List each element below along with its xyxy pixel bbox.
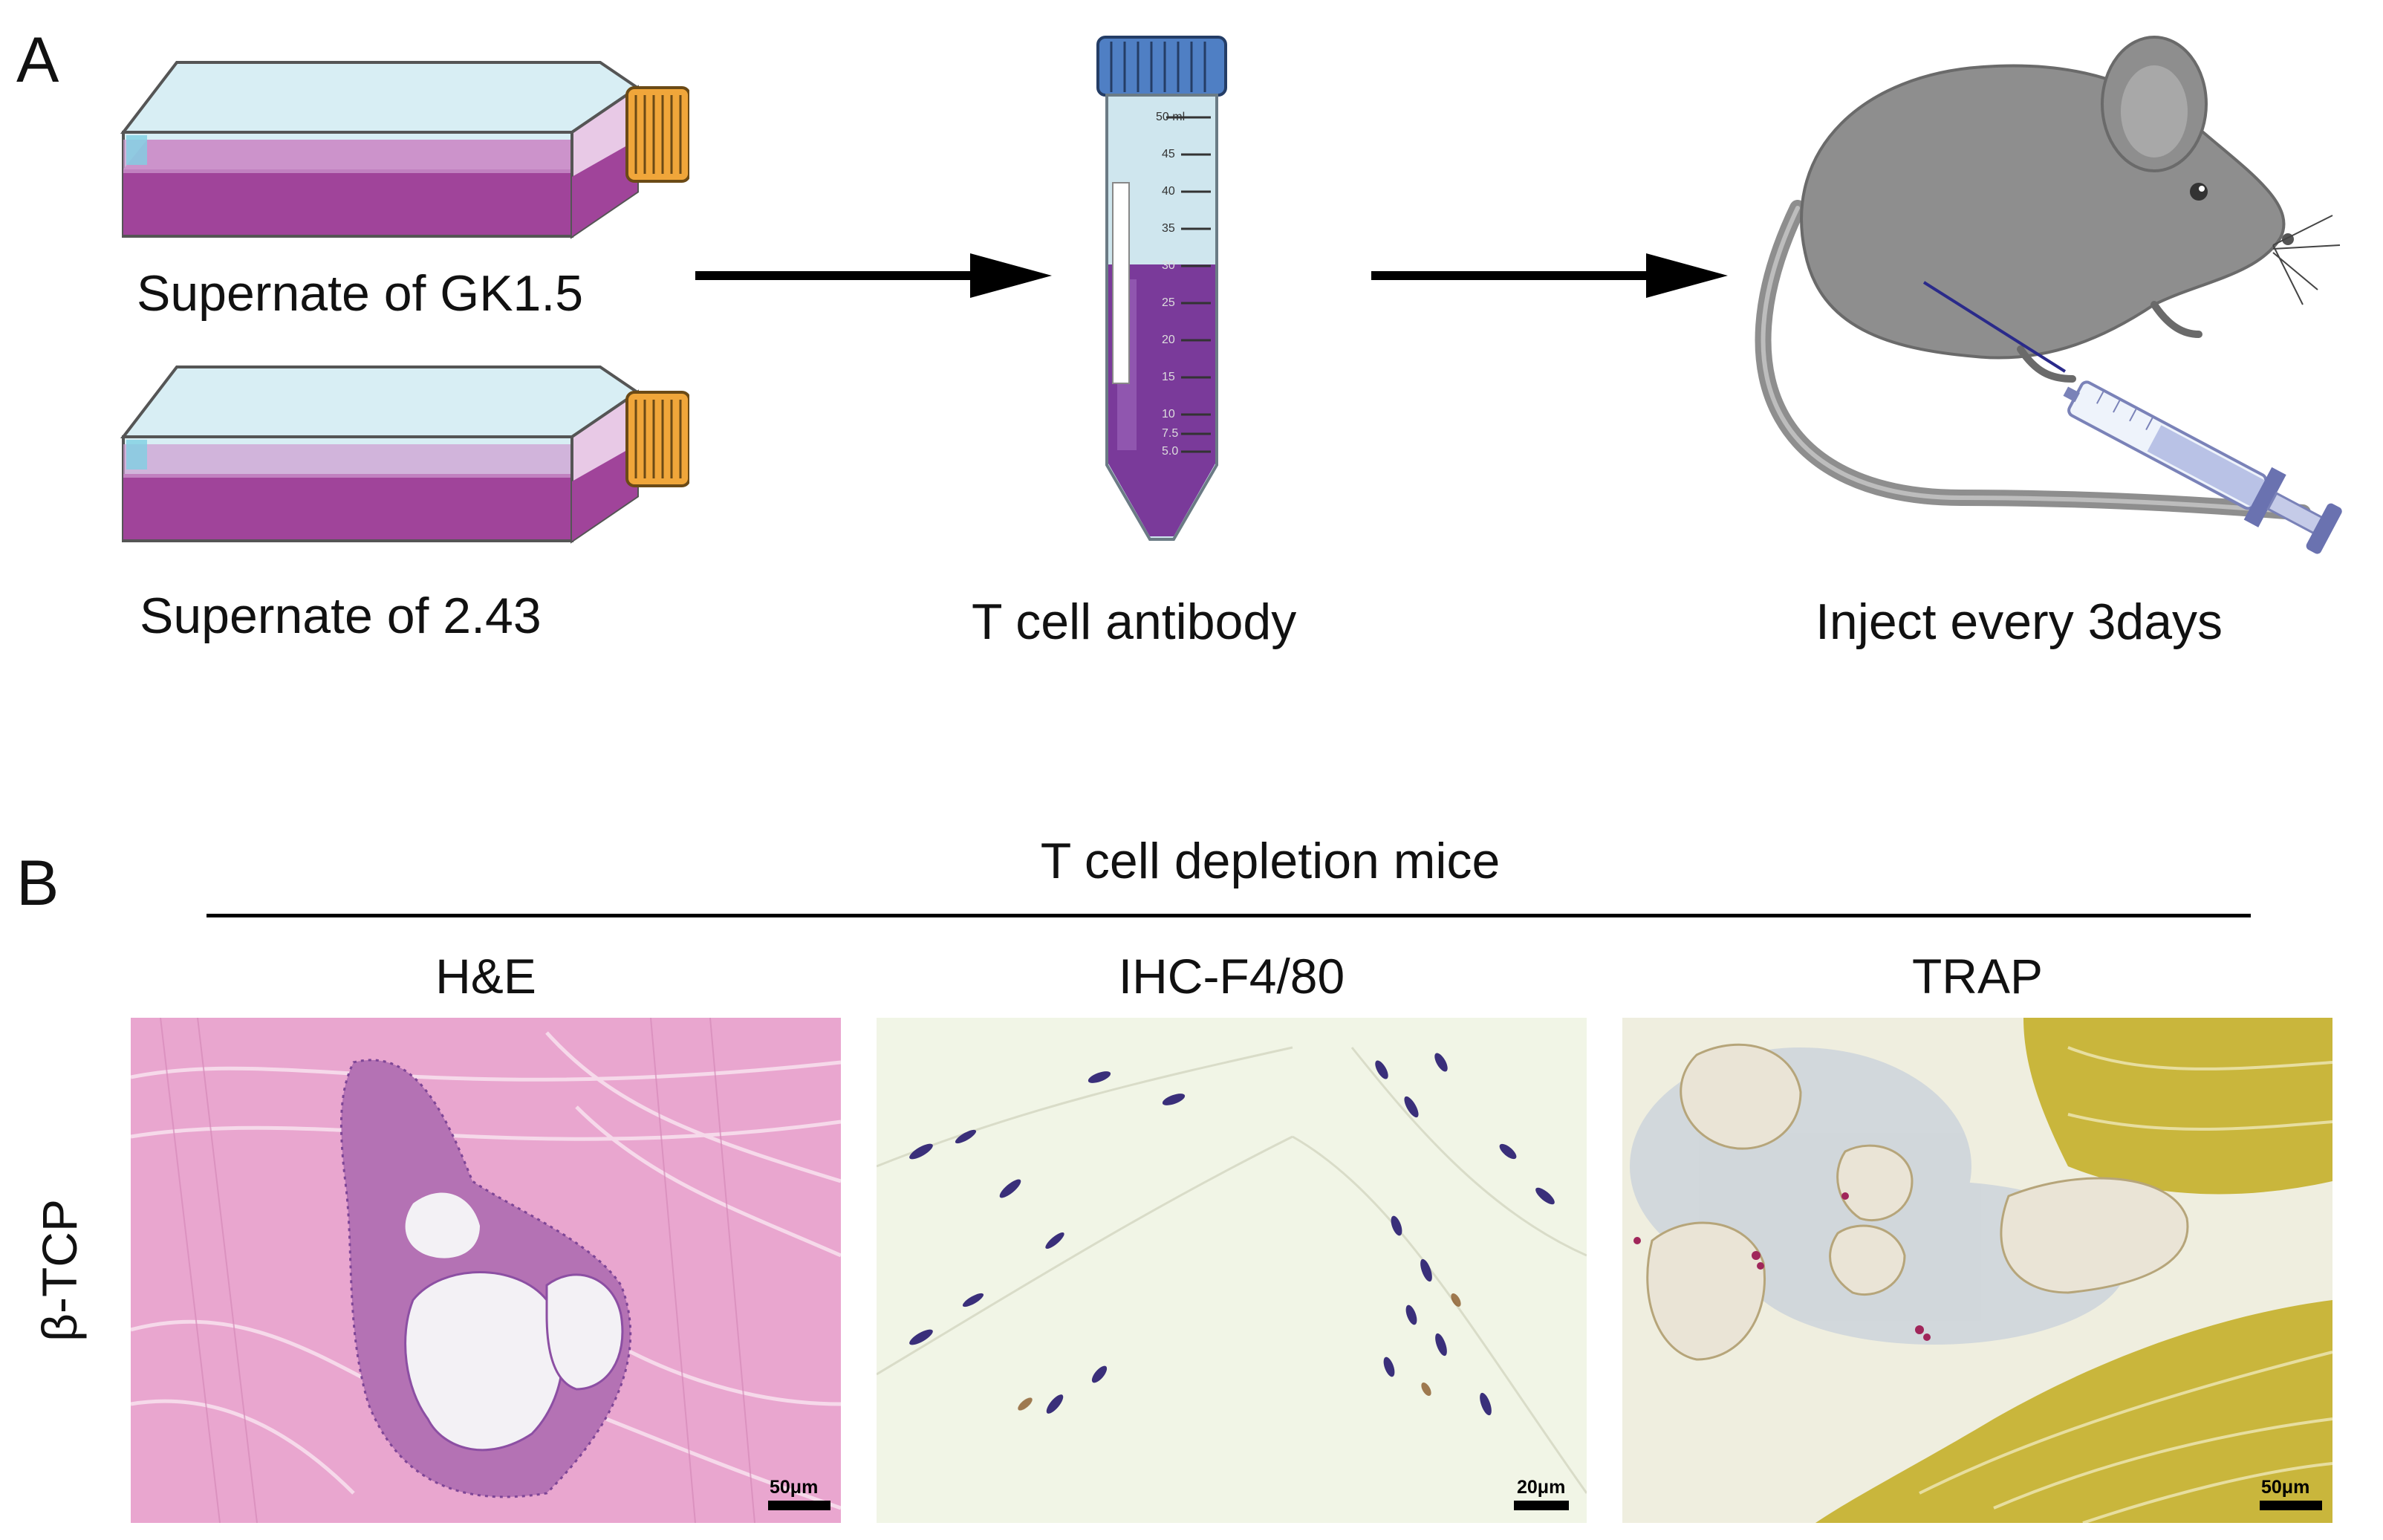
column-title-ihc: IHC-F4/80: [1118, 949, 1345, 1004]
arrow-icon: [1371, 250, 1735, 302]
column-title-he: H&E: [435, 949, 536, 1004]
tube-tick-label: 15: [1162, 371, 1175, 383]
tube-tick-label: 20: [1162, 334, 1175, 346]
scale-bar-label: 20μm: [1517, 1477, 1566, 1498]
culture-flask-icon: [117, 58, 689, 244]
tube-tick-label: 5.0: [1162, 445, 1178, 458]
column-title-trap: TRAP: [1911, 949, 2044, 1004]
micrograph-trap: 50μm: [1622, 1018, 2332, 1523]
micrograph-ihc: 20μm: [877, 1018, 1587, 1523]
mouse-injection-icon: [1738, 22, 2377, 557]
scale-bar-label: 50μm: [2261, 1477, 2310, 1498]
tube-label: T cell antibody: [972, 594, 1297, 650]
panel-letter-a: A: [16, 25, 59, 96]
tube-tick-label: 7.5: [1162, 427, 1178, 440]
tube-tick-label: 50 ml: [1156, 111, 1185, 123]
mouse-label: Inject every 3days: [1815, 594, 2223, 650]
tube-tick-label: 45: [1162, 148, 1175, 160]
micrograph-he: 50μm: [131, 1018, 841, 1523]
scale-bar-label: 50μm: [770, 1477, 819, 1498]
centrifuge-tube-icon: 50 ml 45 40 35 30 25 20 15 10 7.5 5.0: [1092, 34, 1241, 547]
tube-tick-label: 30: [1162, 259, 1175, 272]
tube-tick-label: 35: [1162, 222, 1175, 235]
scale-bar: [1514, 1501, 1569, 1510]
group-bracket-line: [207, 914, 2251, 917]
tube-tick-label: 10: [1162, 408, 1175, 420]
flask-label-243: Supernate of 2.43: [140, 588, 542, 644]
group-title: T cell depletion mice: [1040, 833, 1501, 889]
tube-tick-label: 25: [1162, 296, 1175, 309]
flask-label-gk15: Supernate of GK1.5: [137, 265, 584, 322]
scale-bar: [2260, 1501, 2322, 1510]
panel-letter-b: B: [16, 848, 59, 919]
tube-tick-label: 40: [1162, 185, 1175, 198]
scale-bar: [768, 1501, 830, 1510]
culture-flask-icon: [117, 363, 689, 548]
row-label: β-TCP: [32, 1199, 87, 1342]
arrow-icon: [695, 250, 1059, 302]
